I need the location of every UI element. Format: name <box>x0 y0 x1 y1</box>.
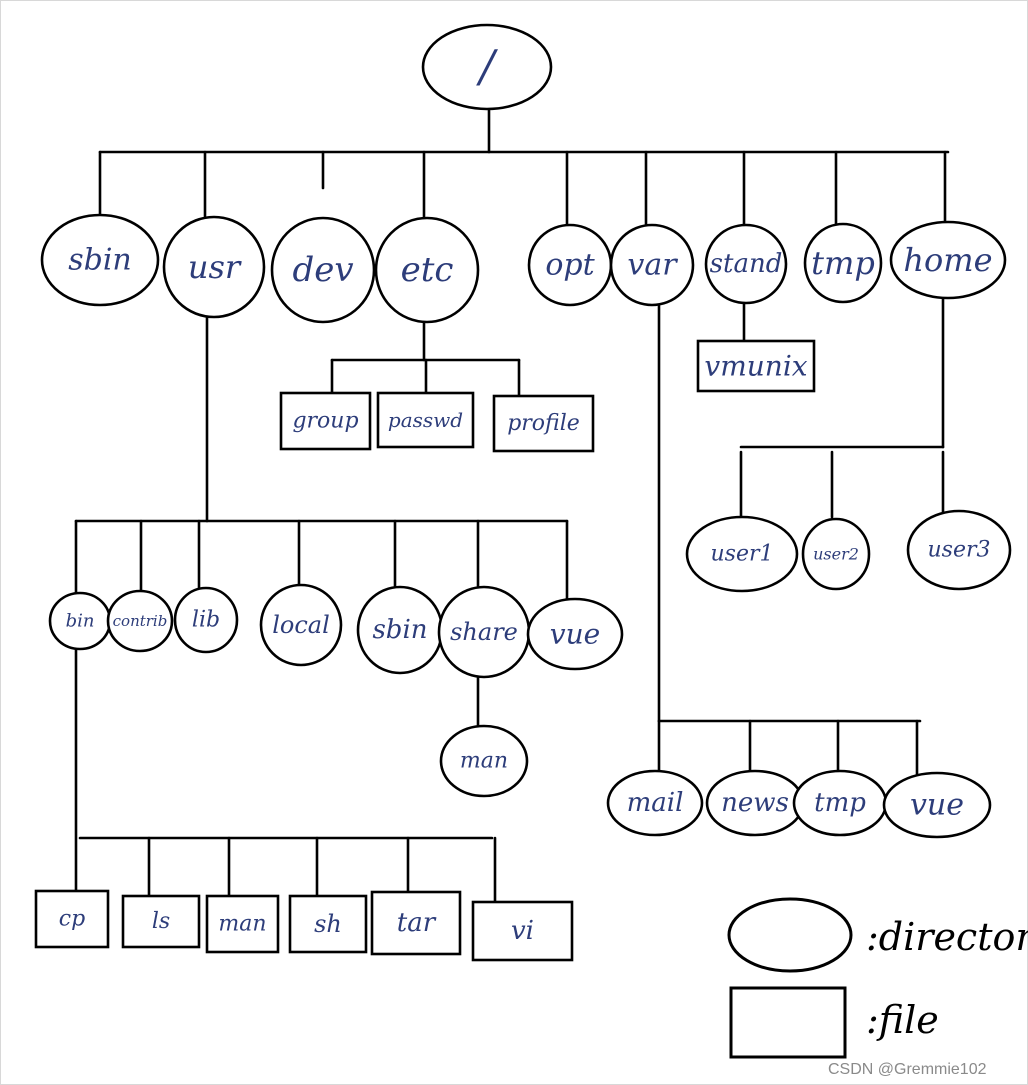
file-label-group: group <box>292 409 358 434</box>
directory-label-usr-bin: bin <box>66 611 95 632</box>
file-node-bin-cp <box>34 889 110 949</box>
file-node-passwd <box>376 391 475 449</box>
file-node-bin-ls <box>121 894 201 949</box>
directory-node-usr-lib <box>173 586 239 654</box>
file-label-bin-sh: sh <box>314 910 342 938</box>
file-label-bin-man: man <box>218 912 266 937</box>
directory-node-usr-vue <box>526 597 624 671</box>
file-label-bin-tar: tar <box>397 908 437 938</box>
directory-node-top-dev <box>270 216 376 324</box>
legend-file-shape <box>729 986 847 1059</box>
file-label-bin-vi: vi <box>511 916 534 946</box>
directory-node-share-man <box>439 724 529 798</box>
watermark: CSDN @Gremmie102 <box>828 1061 987 1078</box>
directory-label-root: / <box>476 42 499 93</box>
directory-label-usr-local: local <box>272 611 330 639</box>
directory-node-home-user1 <box>685 515 799 593</box>
directory-label-top-opt: opt <box>545 248 595 283</box>
directory-label-home-user1: user1 <box>711 542 774 567</box>
tree-edges <box>74 108 950 904</box>
directory-label-usr-lib: lib <box>192 608 220 633</box>
directory-node-top-var <box>609 223 695 307</box>
directory-label-top-stand: stand <box>710 249 783 279</box>
directory-node-root <box>421 23 553 111</box>
directory-label-home-user3: user3 <box>928 538 991 563</box>
file-node-bin-sh <box>288 894 368 954</box>
directory-label-top-etc: etc <box>401 250 454 290</box>
directory-label-var-tmp: tmp <box>814 788 866 818</box>
directory-label-top-tmp: tmp <box>811 244 875 282</box>
legend-directory-shape <box>727 897 853 973</box>
file-node-profile <box>492 394 595 453</box>
directory-label-var-mail: mail <box>627 788 684 818</box>
directory-node-top-sbin <box>40 213 160 307</box>
directory-label-usr-sbin: sbin <box>372 615 427 645</box>
file-label-bin-ls: ls <box>152 909 170 934</box>
directory-node-usr-local <box>259 583 343 667</box>
directory-node-top-usr <box>162 215 266 319</box>
directory-node-top-home <box>889 220 1007 300</box>
file-label-passwd: passwd <box>388 408 463 432</box>
directory-label-share-man: man <box>460 749 508 774</box>
directory-node-top-etc <box>374 216 480 324</box>
directory-label-top-home: home <box>903 241 992 279</box>
directory-label-var-vue: vue <box>910 788 964 823</box>
directory-node-home-user3 <box>906 509 1012 591</box>
directory-node-top-tmp <box>803 222 883 304</box>
directory-label-top-var: var <box>627 248 678 283</box>
legend: :directory :file <box>727 897 1028 1059</box>
file-label-vmunix: vmunix <box>704 350 807 383</box>
directory-label-top-dev: dev <box>292 250 353 290</box>
file-label-profile: profile <box>507 411 580 436</box>
directory-label-top-sbin: sbin <box>68 243 132 278</box>
legend-directory-label: :directory <box>866 915 1028 959</box>
directory-label-usr-vue: vue <box>550 618 600 651</box>
file-node-bin-vi <box>471 900 574 962</box>
file-node-bin-man <box>205 894 280 954</box>
file-label-bin-cp: cp <box>59 907 85 932</box>
file-node-vmunix <box>696 339 816 393</box>
directory-label-top-usr: usr <box>188 248 242 286</box>
directory-node-home-user2 <box>801 517 871 591</box>
directory-node-var-vue <box>882 771 992 839</box>
directory-node-top-stand <box>704 223 788 305</box>
directory-node-usr-contrib <box>106 589 174 653</box>
file-node-group <box>279 391 372 451</box>
legend-file-label: :file <box>866 998 939 1042</box>
directory-label-home-user2: user2 <box>813 545 859 564</box>
directory-label-var-news: news <box>721 788 789 818</box>
directory-label-usr-share: share <box>450 618 518 646</box>
directory-label-usr-contrib: contrib <box>113 612 168 630</box>
file-node-bin-tar <box>370 890 462 956</box>
directory-node-var-mail <box>606 769 704 837</box>
